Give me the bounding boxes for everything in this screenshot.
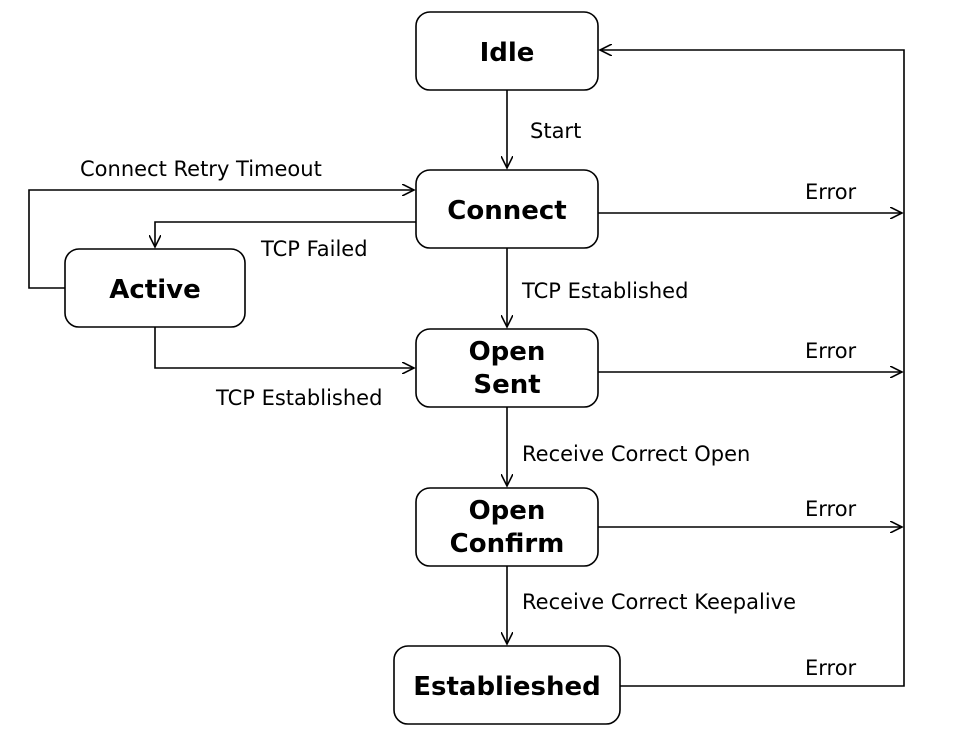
- state-active: Active: [64, 248, 246, 328]
- state-open-sent-label-line1: Open: [469, 337, 546, 367]
- state-active-label: Active: [109, 275, 200, 305]
- state-open-sent: Open Sent: [415, 328, 599, 408]
- edge-label-tcp-established-active: TCP Established: [215, 386, 382, 410]
- edge-label-error-established: Error: [805, 656, 857, 680]
- edge-label-error-open-confirm: Error: [805, 497, 857, 521]
- state-idle-label: Idle: [480, 38, 535, 68]
- state-open-confirm: Open Confirm: [415, 487, 599, 567]
- edge-error-return-to-idle: [600, 50, 905, 687]
- state-open-confirm-label-line2: Confirm: [450, 529, 565, 559]
- edge-label-tcp-established-main: TCP Established: [521, 279, 688, 303]
- edge-active-to-open-sent: [154, 327, 414, 368]
- edge-label-receive-correct-open: Receive Correct Open: [522, 442, 750, 466]
- edge-label-start: Start: [530, 119, 581, 143]
- state-established-label: Establieshed: [413, 672, 601, 702]
- edge-label-connect-retry-timeout: Connect Retry Timeout: [80, 157, 322, 181]
- edge-label-tcp-failed: TCP Failed: [260, 237, 368, 261]
- state-idle: Idle: [415, 11, 599, 91]
- edge-connect-to-active-failed: [155, 221, 416, 247]
- state-open-confirm-label-line1: Open: [469, 496, 546, 526]
- edge-label-error-open-sent: Error: [805, 339, 857, 363]
- state-connect-label: Connect: [447, 196, 566, 226]
- state-established: Establieshed: [393, 645, 621, 725]
- state-open-sent-label-line2: Sent: [473, 370, 540, 400]
- edge-active-to-connect-retry: [28, 190, 414, 289]
- edge-label-error-connect: Error: [805, 180, 857, 204]
- edge-label-receive-correct-keepalive: Receive Correct Keepalive: [522, 590, 796, 614]
- state-connect: Connect: [415, 169, 599, 249]
